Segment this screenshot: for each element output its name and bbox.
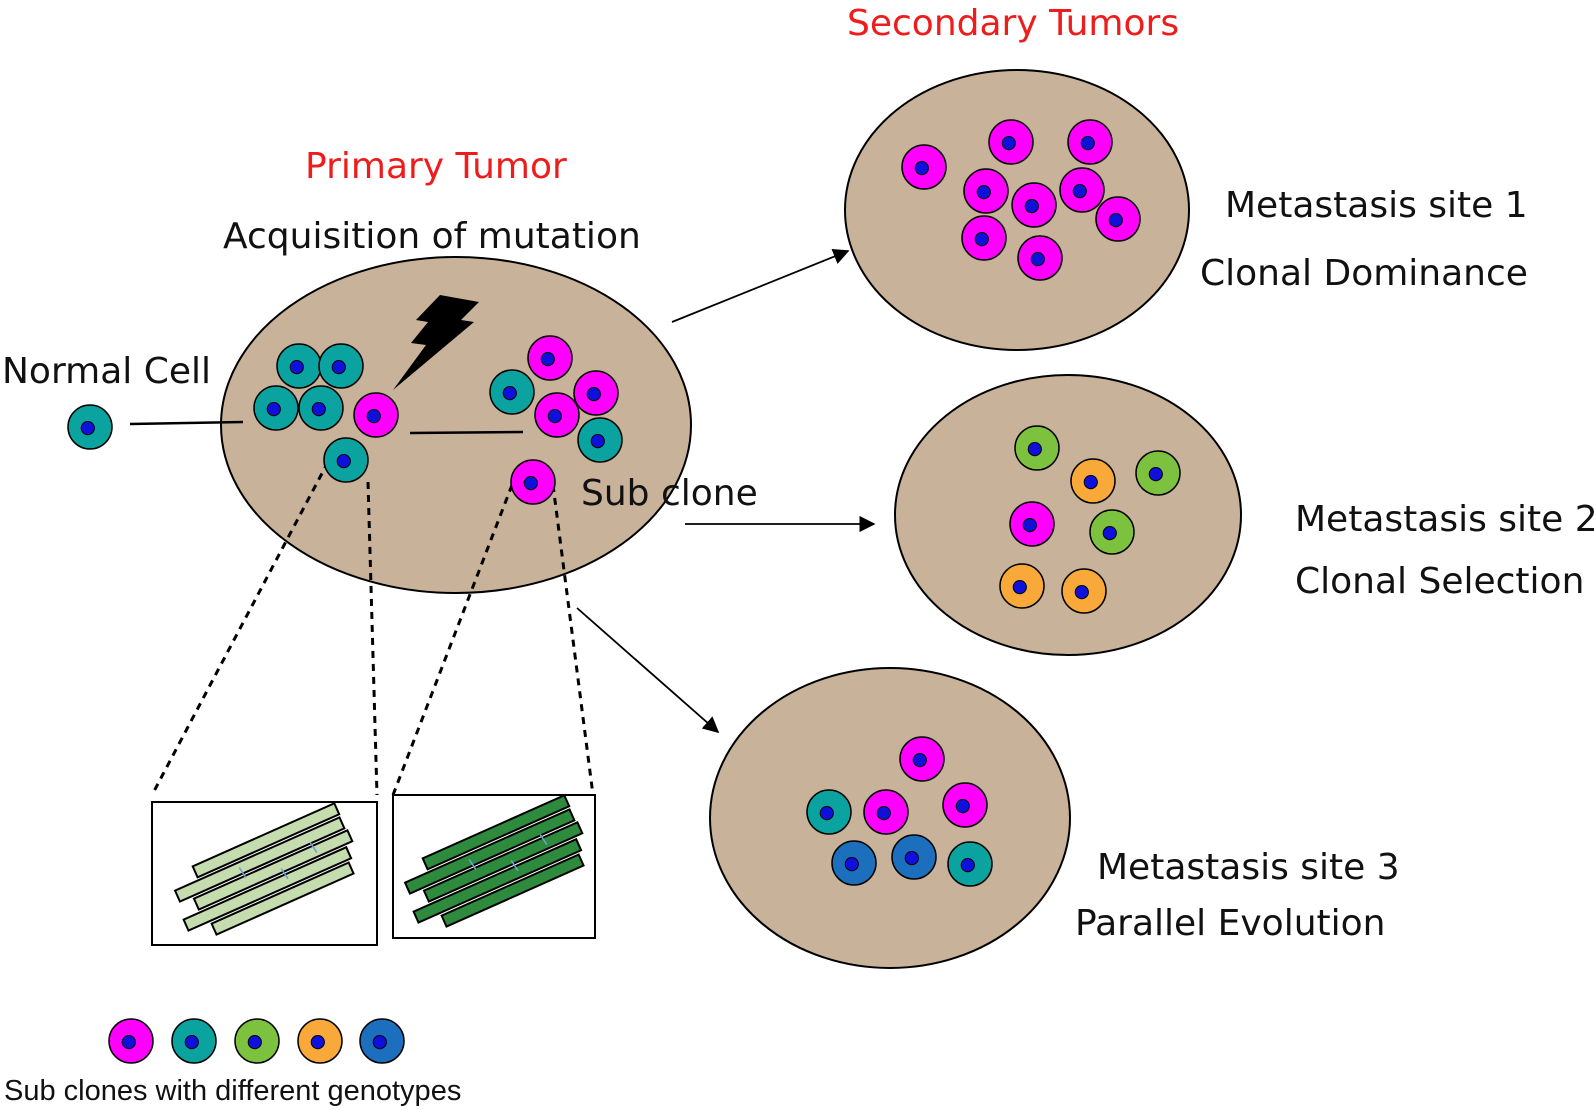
primary-cell — [534, 392, 580, 438]
site2-cell — [1061, 568, 1107, 614]
clone-to-subclone-line — [409, 430, 524, 435]
dark-green-fibers — [403, 793, 585, 928]
legend-caption: Sub clones with different genotypes — [4, 1075, 461, 1107]
zoom-line-left-a — [150, 461, 330, 796]
primary-cell — [353, 392, 399, 438]
fiber-strand — [421, 793, 571, 871]
fiber-strand — [191, 801, 341, 879]
sub-clone-label: Sub clone — [581, 473, 758, 514]
primary-cell — [298, 385, 344, 431]
site1-cell — [988, 119, 1034, 165]
site2-cell — [1014, 425, 1060, 471]
primary-cell — [573, 370, 619, 416]
metastasis-site-2-tumor — [894, 374, 1242, 656]
fiber-strand — [422, 820, 584, 903]
arrow-to-site-1 — [671, 248, 850, 323]
site1-cell — [1067, 119, 1113, 165]
zoom-line-left-b — [366, 481, 379, 796]
subclone-cell — [510, 459, 556, 505]
light-green-fibers — [173, 801, 355, 936]
site3-cell — [863, 789, 909, 835]
legend-swatch-teal — [171, 1018, 217, 1064]
fiber-mark — [468, 859, 477, 871]
site3-cell — [891, 834, 937, 880]
primary-cell — [323, 437, 369, 483]
legend-swatch-orange — [297, 1018, 343, 1064]
legend-swatch-green — [234, 1018, 280, 1064]
primary-cell — [577, 417, 623, 463]
site2-cell — [1089, 509, 1135, 555]
fiber-mark — [280, 868, 289, 880]
fiber-strand — [182, 845, 353, 932]
fiber-mark — [539, 834, 548, 846]
site1-cell — [963, 168, 1009, 214]
legend-swatches — [108, 1018, 405, 1064]
site1-cell — [1011, 182, 1057, 228]
fiber-mark — [238, 867, 247, 879]
site1-cell — [961, 215, 1007, 261]
primary-tumor — [220, 256, 692, 594]
fiber-strand — [403, 808, 576, 895]
site2-cell — [1135, 450, 1181, 496]
normal-cell-label: Normal Cell — [2, 351, 211, 392]
fiber-strand — [192, 828, 354, 911]
primary-cell — [276, 343, 322, 389]
site-2-type: Clonal Selection — [1295, 561, 1584, 602]
fiber-strand — [210, 861, 355, 936]
legend-swatch-blue — [359, 1018, 405, 1064]
normal-to-tumor-line — [129, 420, 244, 426]
site3-cell — [947, 841, 993, 887]
site3-cell — [831, 840, 877, 886]
secondary-tumors-title: Secondary Tumors — [847, 3, 1179, 44]
site-1-type: Clonal Dominance — [1200, 253, 1528, 294]
fiber-strand — [440, 853, 585, 928]
site-1-name: Metastasis site 1 — [1225, 185, 1528, 226]
site1-cell — [1095, 196, 1141, 242]
primary-cell — [318, 343, 364, 389]
site3-cell — [899, 736, 945, 782]
site-2-name: Metastasis site 2 — [1295, 499, 1594, 540]
fiber-strand — [173, 816, 346, 903]
zoom-line-right-a — [391, 484, 514, 796]
primary-tumor-title: Primary Tumor — [305, 146, 567, 187]
site3-cell — [806, 789, 852, 835]
acquisition-label: Acquisition of mutation — [223, 216, 641, 257]
cells-layer — [67, 119, 1181, 887]
site1-cell — [901, 144, 947, 190]
fiber-mark — [309, 842, 318, 854]
fiber-strand — [412, 837, 583, 924]
lightning-bolt-icon — [393, 295, 479, 390]
site1-cell — [1017, 235, 1063, 281]
site2-cell — [999, 563, 1045, 609]
site1-cell — [1059, 167, 1105, 213]
primary-cell — [489, 369, 535, 415]
primary-cell — [253, 385, 299, 431]
fiber-mark — [510, 860, 519, 872]
site-3-name: Metastasis site 3 — [1097, 847, 1400, 888]
site-3-type: Parallel Evolution — [1075, 903, 1385, 944]
zoom-line-right-b — [551, 484, 595, 796]
site2-cell — [1070, 458, 1116, 504]
site2-cell — [1009, 501, 1055, 547]
normal-cell — [67, 404, 113, 450]
site3-cell — [942, 782, 988, 828]
arrow-to-site-3 — [576, 607, 720, 734]
primary-cell — [527, 335, 573, 381]
legend-swatch-magenta — [108, 1018, 154, 1064]
